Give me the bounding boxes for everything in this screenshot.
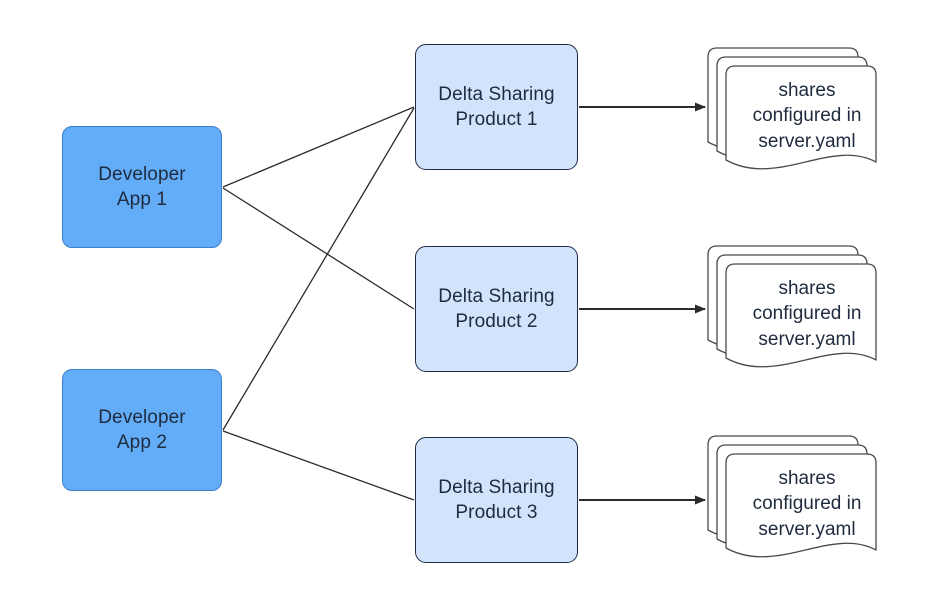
- shares-doc-2-shape: [707, 245, 877, 368]
- shares-doc-2-label: shares configured in server.yaml: [752, 277, 862, 350]
- delta-sharing-product-2-label: Delta Sharing Product 2: [438, 285, 555, 332]
- delta-sharing-product-3-node[interactable]: Delta Sharing Product 3: [415, 437, 578, 563]
- shares-doc-3-label-wrap: shares configured in server.yaml: [726, 458, 888, 550]
- delta-sharing-product-2-node[interactable]: Delta Sharing Product 2: [415, 246, 578, 372]
- document-sheet-3: [725, 263, 877, 368]
- connector-app2-to-product3: [222, 430, 415, 501]
- shares-doc-3-label: shares configured in server.yaml: [752, 467, 862, 540]
- shares-doc-1-label: shares configured in server.yaml: [752, 79, 862, 152]
- shares-doc-2-label-wrap: shares configured in server.yaml: [726, 268, 888, 360]
- document-sheet-3: [725, 453, 877, 558]
- delta-sharing-product-3-label: Delta Sharing Product 3: [438, 476, 555, 523]
- developer-app-1-node[interactable]: Developer App 1: [62, 126, 222, 248]
- delta-sharing-product-1-label: Delta Sharing Product 1: [438, 83, 555, 130]
- developer-app-1-label: Developer App 1: [98, 163, 186, 210]
- shares-doc-1-shape: [707, 47, 877, 170]
- delta-sharing-product-1-node[interactable]: Delta Sharing Product 1: [415, 44, 578, 170]
- connector-app1-to-product1: [222, 106, 415, 188]
- developer-app-2-label: Developer App 2: [98, 406, 186, 453]
- shares-doc-2-stack[interactable]: shares configured in server.yaml: [707, 245, 888, 386]
- connector-app1-to-product2: [222, 187, 415, 310]
- shares-doc-3-stack[interactable]: shares configured in server.yaml: [707, 435, 888, 576]
- connector-app2-to-product1: [222, 107, 415, 431]
- shares-doc-1-label-wrap: shares configured in server.yaml: [726, 70, 888, 162]
- shares-doc-3-shape: [707, 435, 877, 558]
- shares-doc-1-stack[interactable]: shares configured in server.yaml: [707, 47, 888, 188]
- developer-app-2-node[interactable]: Developer App 2: [62, 369, 222, 491]
- document-sheet-3: [725, 65, 877, 170]
